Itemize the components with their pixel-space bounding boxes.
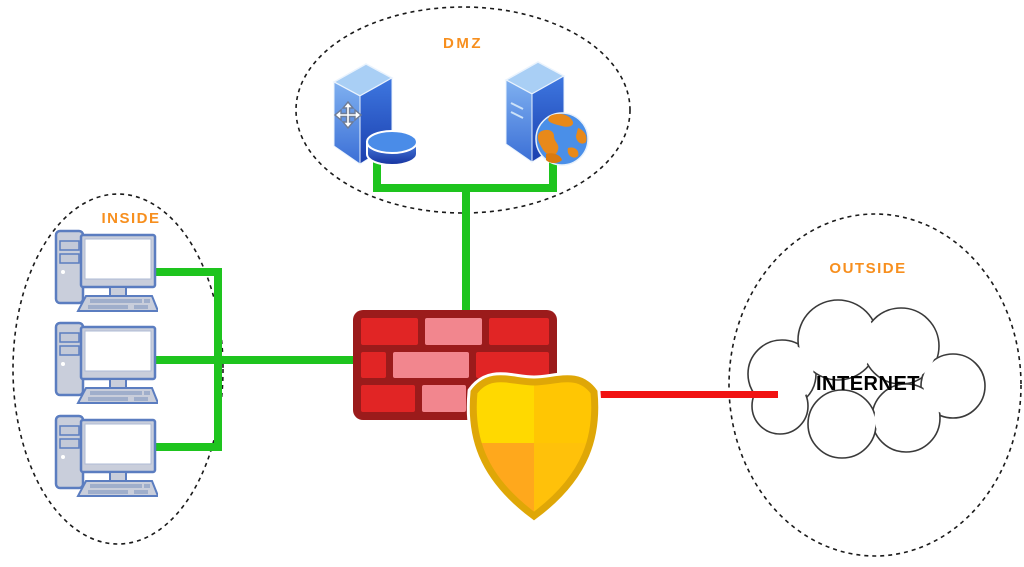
brick [361,385,415,413]
globe-icon [535,112,589,166]
outside-zone-boundary [728,213,1022,557]
brick [421,385,467,413]
inside-workstation-2[interactable] [54,320,158,406]
security-shield-icon[interactable] [460,356,608,524]
inside-zone-label: INSIDE [101,210,161,227]
brick [489,318,549,345]
dmz-zone-label: DMZ [443,35,483,52]
brick [361,318,419,345]
move-cursor-icon [334,101,362,129]
link-firewall-to-internet [552,391,778,398]
outside-zone-label: OUTSIDE [829,260,907,277]
link-server2-stub [549,158,557,188]
dmz-zone-boundary [295,6,631,214]
link-dmz-to-firewall [462,188,470,312]
brick [361,351,387,379]
inside-workstation-3[interactable] [54,413,158,499]
dmz-server-web[interactable] [502,54,594,168]
firewall-brick-row [361,318,549,345]
link-pc2-to-firewall [155,356,355,364]
brick [393,351,470,379]
inside-workstation-1[interactable] [54,228,158,314]
link-server1-stub [373,158,381,188]
link-pc1-to-bus [155,268,222,276]
internet-cloud[interactable] [738,298,1000,470]
inside-zone-boundary [12,193,224,545]
internet-label: INTERNET [816,373,920,395]
link-pc3-to-bus [155,443,222,451]
inside-bus-line [214,268,222,451]
brick [425,318,483,345]
dmz-server-database[interactable] [330,56,422,168]
